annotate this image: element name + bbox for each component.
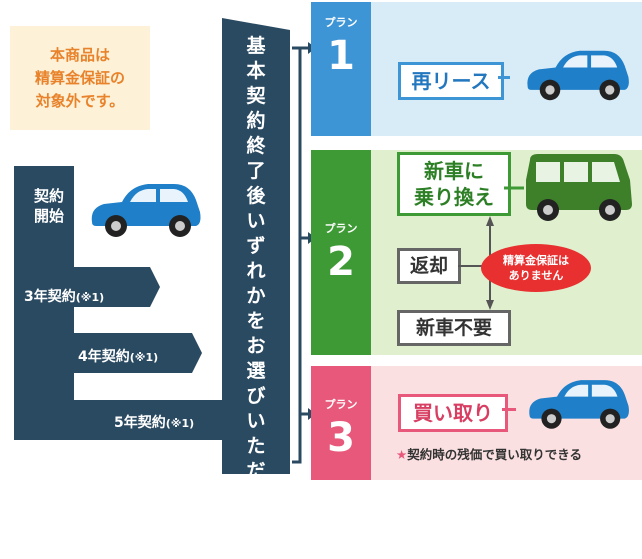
choose-text-char: 契 [246, 85, 266, 107]
choose-text-char: た [246, 435, 266, 457]
plan-2-tag-label: プラン [324, 222, 358, 235]
choose-text-char: 約 [246, 110, 266, 132]
plan-1-number: 1 [327, 33, 355, 79]
notice-line-1: 本商品は [49, 45, 110, 64]
choose-text-char: 終 [246, 135, 266, 157]
badge-line-2: ありません [508, 269, 564, 282]
term-5-note: (※1) [165, 417, 195, 430]
choose-text-char: 本 [246, 60, 266, 82]
not-covered-notice: 本商品は 精算金保証の 対象外です。 [10, 26, 150, 130]
plan-1-band: プラン 1 再リース [311, 2, 642, 136]
choose-text-char: ず [246, 235, 266, 257]
plan-1-tag-label: プラン [324, 16, 358, 29]
choose-text-char: け [246, 485, 266, 507]
choose-text-char: ま [246, 510, 266, 532]
switch-line-1: 新車に [424, 159, 484, 183]
notice-line-3: 対象外です。 [35, 91, 125, 110]
choose-text-char: い [246, 410, 266, 432]
choose-text-char: 基 [246, 35, 266, 57]
plan-bracket [292, 46, 302, 464]
choose-text-char: す [246, 535, 266, 557]
car-blue-icon-plan-3 [529, 380, 629, 429]
start-line-2: 開始 [33, 207, 64, 225]
notice-line-2: 精算金保証の [34, 68, 125, 87]
contract-e-shape [14, 166, 248, 440]
car-green-icon [526, 154, 632, 221]
switch-line-2: 乗り換え [414, 185, 494, 209]
option-switch-new-car: 新車に 乗り換え [397, 152, 511, 216]
option-return: 返却 [397, 248, 461, 284]
term-3-year: 3年契約(※1) [24, 286, 104, 306]
term-4-note: (※1) [129, 351, 159, 364]
flow-shapes [14, 18, 316, 474]
choose-after-contract-text: 基本契約終了後いずれかをお選びいただけます [226, 34, 286, 557]
option-no-new-car: 新車不要 [397, 310, 511, 346]
plan-3-tag: プラン 3 [311, 366, 371, 480]
car-blue-icon-plan-1 [527, 50, 629, 101]
choose-text-char: れ [246, 260, 266, 282]
car-blue-icon [91, 184, 201, 237]
option-buyback: 買い取り [398, 394, 508, 432]
choose-text-char: 後 [246, 185, 266, 207]
term-4-year: 4年契約(※1) [78, 346, 158, 366]
option-re-lease: 再リース [398, 62, 504, 100]
choose-text-char: だ [246, 460, 266, 482]
start-line-1: 契約 [33, 187, 64, 205]
buyback-note: ★契約時の残価で買い取りできる [396, 444, 582, 463]
term-5-label: 5年契約 [114, 415, 166, 431]
contract-start-label: 契約 開始 [24, 186, 74, 226]
plan-3-number: 3 [327, 415, 355, 461]
choose-text-char: い [246, 210, 266, 232]
plan-1-tag: プラン 1 [311, 2, 371, 136]
no-settlement-guarantee-badge: 精算金保証は ありません [481, 244, 591, 292]
choose-text-char: 選 [246, 360, 266, 382]
plan-2-tag: プラン 2 [311, 150, 371, 355]
term-3-label: 3年契約 [24, 289, 76, 305]
star-icon: ★ [396, 447, 408, 462]
choose-text-char: 了 [246, 160, 266, 182]
buyback-note-text: 契約時の残価で買い取りできる [407, 447, 582, 462]
choose-text-char: か [246, 285, 266, 307]
term-4-label: 4年契約 [78, 349, 130, 365]
choose-text-char: お [246, 335, 266, 357]
plan-2-number: 2 [327, 239, 355, 285]
term-3-note: (※1) [75, 291, 105, 304]
choose-text-char: を [246, 310, 266, 332]
badge-line-1: 精算金保証は [503, 254, 569, 267]
term-5-year: 5年契約(※1) [114, 412, 194, 432]
plan-3-tag-label: プラン [324, 398, 358, 411]
choose-text-char: び [246, 385, 266, 407]
choose-arrow-column [222, 18, 290, 474]
